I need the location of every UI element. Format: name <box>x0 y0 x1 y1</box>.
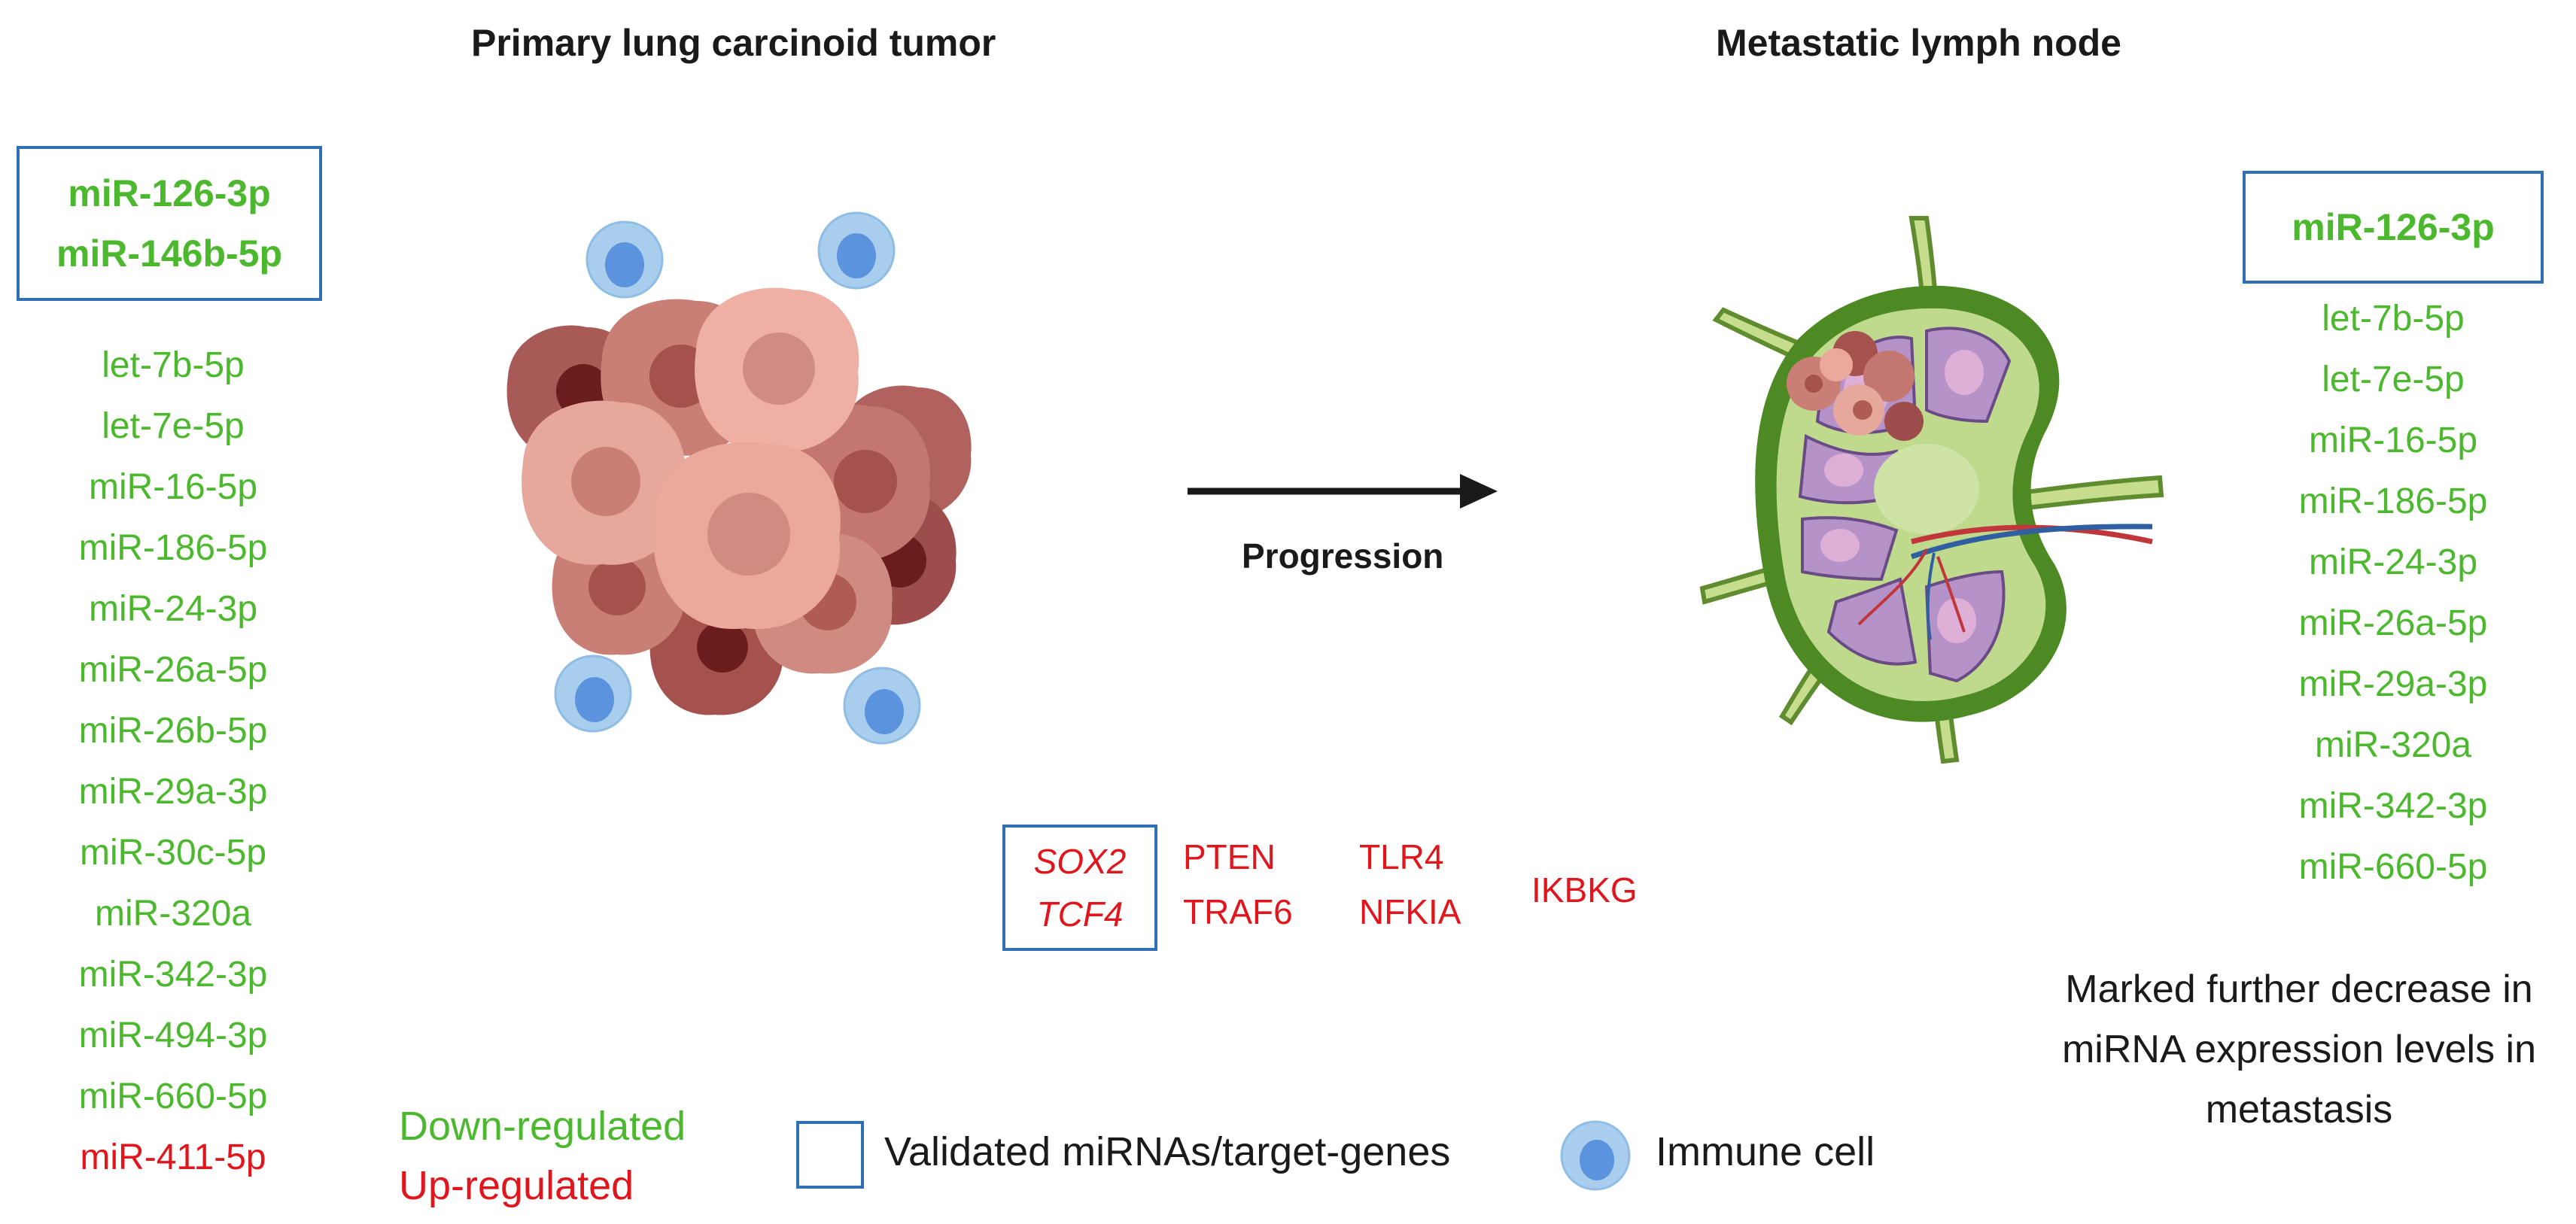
mirna-item: miR-342-3p <box>2298 786 2488 826</box>
metastasis-mirna-list: let-7b-5p let-7e-5p miR-16-5p miR-186-5p… <box>2250 288 2536 897</box>
mirna-item: miR-660-5p <box>78 1077 268 1116</box>
target-gene: PTEN <box>1183 837 1276 876</box>
target-gene-validated: SOX2 <box>1033 842 1127 881</box>
target-gene: TRAF6 <box>1183 892 1293 931</box>
legend-down-regulated: Down-regulated <box>399 1104 686 1149</box>
target-gene: TLR4 <box>1359 837 1444 876</box>
metastatic-tumor-cells <box>1787 331 1924 441</box>
target-gene-validated: TCF4 <box>1036 894 1124 934</box>
mirna-item: miR-342-3p <box>78 955 268 995</box>
lymph-follicles <box>1798 327 2012 683</box>
mirna-item: let-7e-5p <box>102 406 245 446</box>
mirna-item: miR-16-5p <box>88 467 258 507</box>
primary-validated-mirna: miR-126-3p <box>68 172 271 214</box>
target-gene: NFKIA <box>1359 892 1461 931</box>
primary-mirna-list: let-7b-5p let-7e-5p miR-16-5p miR-186-5p… <box>30 335 316 1188</box>
lymph-node-body <box>1755 285 2067 722</box>
metastasis-note-line: miRNA expression levels in <box>2061 1028 2537 1071</box>
metastasis-note-line: Marked further decrease in <box>2065 967 2533 1011</box>
mirna-item: let-7b-5p <box>102 345 245 385</box>
tumor-cell-cluster <box>506 287 972 715</box>
validated-target-genes-box: SOX2 TCF4 <box>1002 825 1157 951</box>
legend-immune-cell-label: Immune cell <box>1656 1129 1875 1174</box>
mirna-item: miR-320a <box>94 894 252 934</box>
primary-tumor-title: Primary lung carcinoid tumor <box>471 22 996 64</box>
lymphatic-vessels <box>1699 216 2164 764</box>
mirna-item: miR-26a-5p <box>78 650 268 690</box>
legend-validated-label: Validated miRNAs/target-genes <box>884 1129 1451 1174</box>
mirna-item: miR-24-3p <box>88 589 258 629</box>
metastasis-validated-mirna-box: miR-126-3p <box>2243 171 2544 284</box>
metastasis-validated-mirna: miR-126-3p <box>2292 206 2495 248</box>
mirna-item: miR-26b-5p <box>78 711 268 751</box>
metastatic-node-title: Metastatic lymph node <box>1716 22 2121 64</box>
mirna-item-upregulated: miR-411-5p <box>80 1137 266 1177</box>
mirna-item: miR-29a-3p <box>78 772 268 812</box>
mirna-item: let-7b-5p <box>2322 299 2465 339</box>
legend-validated-box-swatch <box>796 1121 864 1189</box>
metastasis-note: Marked further decrease in miRNA express… <box>2024 959 2574 1140</box>
mirna-item: miR-186-5p <box>78 528 268 568</box>
legend-up-regulated: Up-regulated <box>399 1163 634 1208</box>
mirna-item: miR-26a-5p <box>2298 603 2488 643</box>
progression-label: Progression <box>1242 536 1444 576</box>
mirna-item: miR-494-3p <box>78 1016 268 1055</box>
mirna-item: miR-16-5p <box>2308 421 2478 460</box>
primary-validated-mirna: miR-146b-5p <box>56 232 283 275</box>
immune-cells <box>554 211 921 745</box>
mirna-item: miR-30c-5p <box>79 833 267 873</box>
mirna-item: let-7e-5p <box>2322 360 2465 399</box>
mirna-item: miR-320a <box>2314 725 2472 765</box>
mirna-item: miR-186-5p <box>2298 481 2488 521</box>
target-gene: IKBKG <box>1531 870 1638 910</box>
primary-validated-mirna-box: miR-126-3p miR-146b-5p <box>17 146 322 301</box>
metastasis-note-line: metastasis <box>2205 1088 2393 1131</box>
blood-vessels <box>1857 524 2153 640</box>
mirna-item: miR-660-5p <box>2298 847 2488 887</box>
mirna-item: miR-24-3p <box>2308 542 2478 582</box>
mirna-item: miR-29a-3p <box>2298 664 2488 704</box>
